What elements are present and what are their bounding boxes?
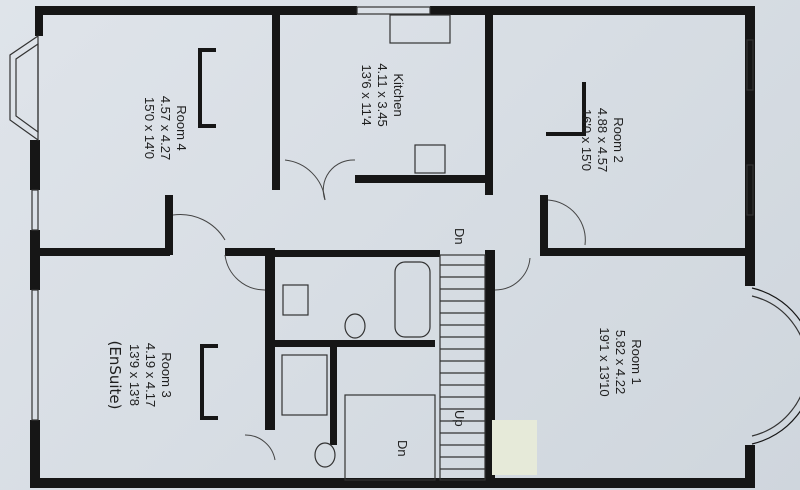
kitchen-sink [389, 14, 451, 44]
interior-walls [35, 10, 750, 480]
room2-imperial: 16'0 x 15'0 [579, 109, 594, 171]
fixtures [198, 14, 586, 475]
room3-note: (EnSuite) [106, 341, 124, 410]
bathtub [394, 261, 431, 338]
kitchen-imperial: 13'6 x 11'4 [359, 64, 374, 125]
room2-name: Room 2 [611, 117, 626, 163]
kitchen-metric: 4.11 x 3.45 [375, 63, 390, 126]
basin [282, 284, 309, 316]
windows [9, 6, 800, 445]
shower [281, 354, 328, 416]
room4-name: Room 4 [174, 105, 189, 151]
room4-metric: 4.57 x 4.27 [158, 96, 173, 160]
room2-metric: 4.88 x 4.57 [595, 108, 610, 172]
stairs-down-label: Dn [452, 228, 467, 245]
room3-imperial: 13'9 x 13'8 [127, 344, 142, 406]
doors [172, 159, 586, 461]
outer-walls [30, 6, 755, 488]
room3-name: Room 3 [159, 352, 174, 398]
room4-imperial: 15'0 x 14'0 [142, 97, 157, 159]
stairs-up-label: Up [452, 410, 467, 427]
room1-imperial: 19'1 x 13'10 [597, 327, 612, 396]
toilet [344, 313, 366, 339]
stairs-down-lower-label: Dn [395, 440, 410, 457]
staircase [344, 254, 486, 481]
ensuite-toilet [314, 442, 336, 468]
kitchen-name: Kitchen [391, 73, 406, 116]
room1-metric: 5.82 x 4.22 [613, 330, 628, 394]
room3-metric: 4.19 x 4.17 [143, 343, 158, 407]
room1-name: Room 1 [629, 339, 644, 385]
sticker [492, 420, 537, 475]
hob [414, 144, 446, 174]
